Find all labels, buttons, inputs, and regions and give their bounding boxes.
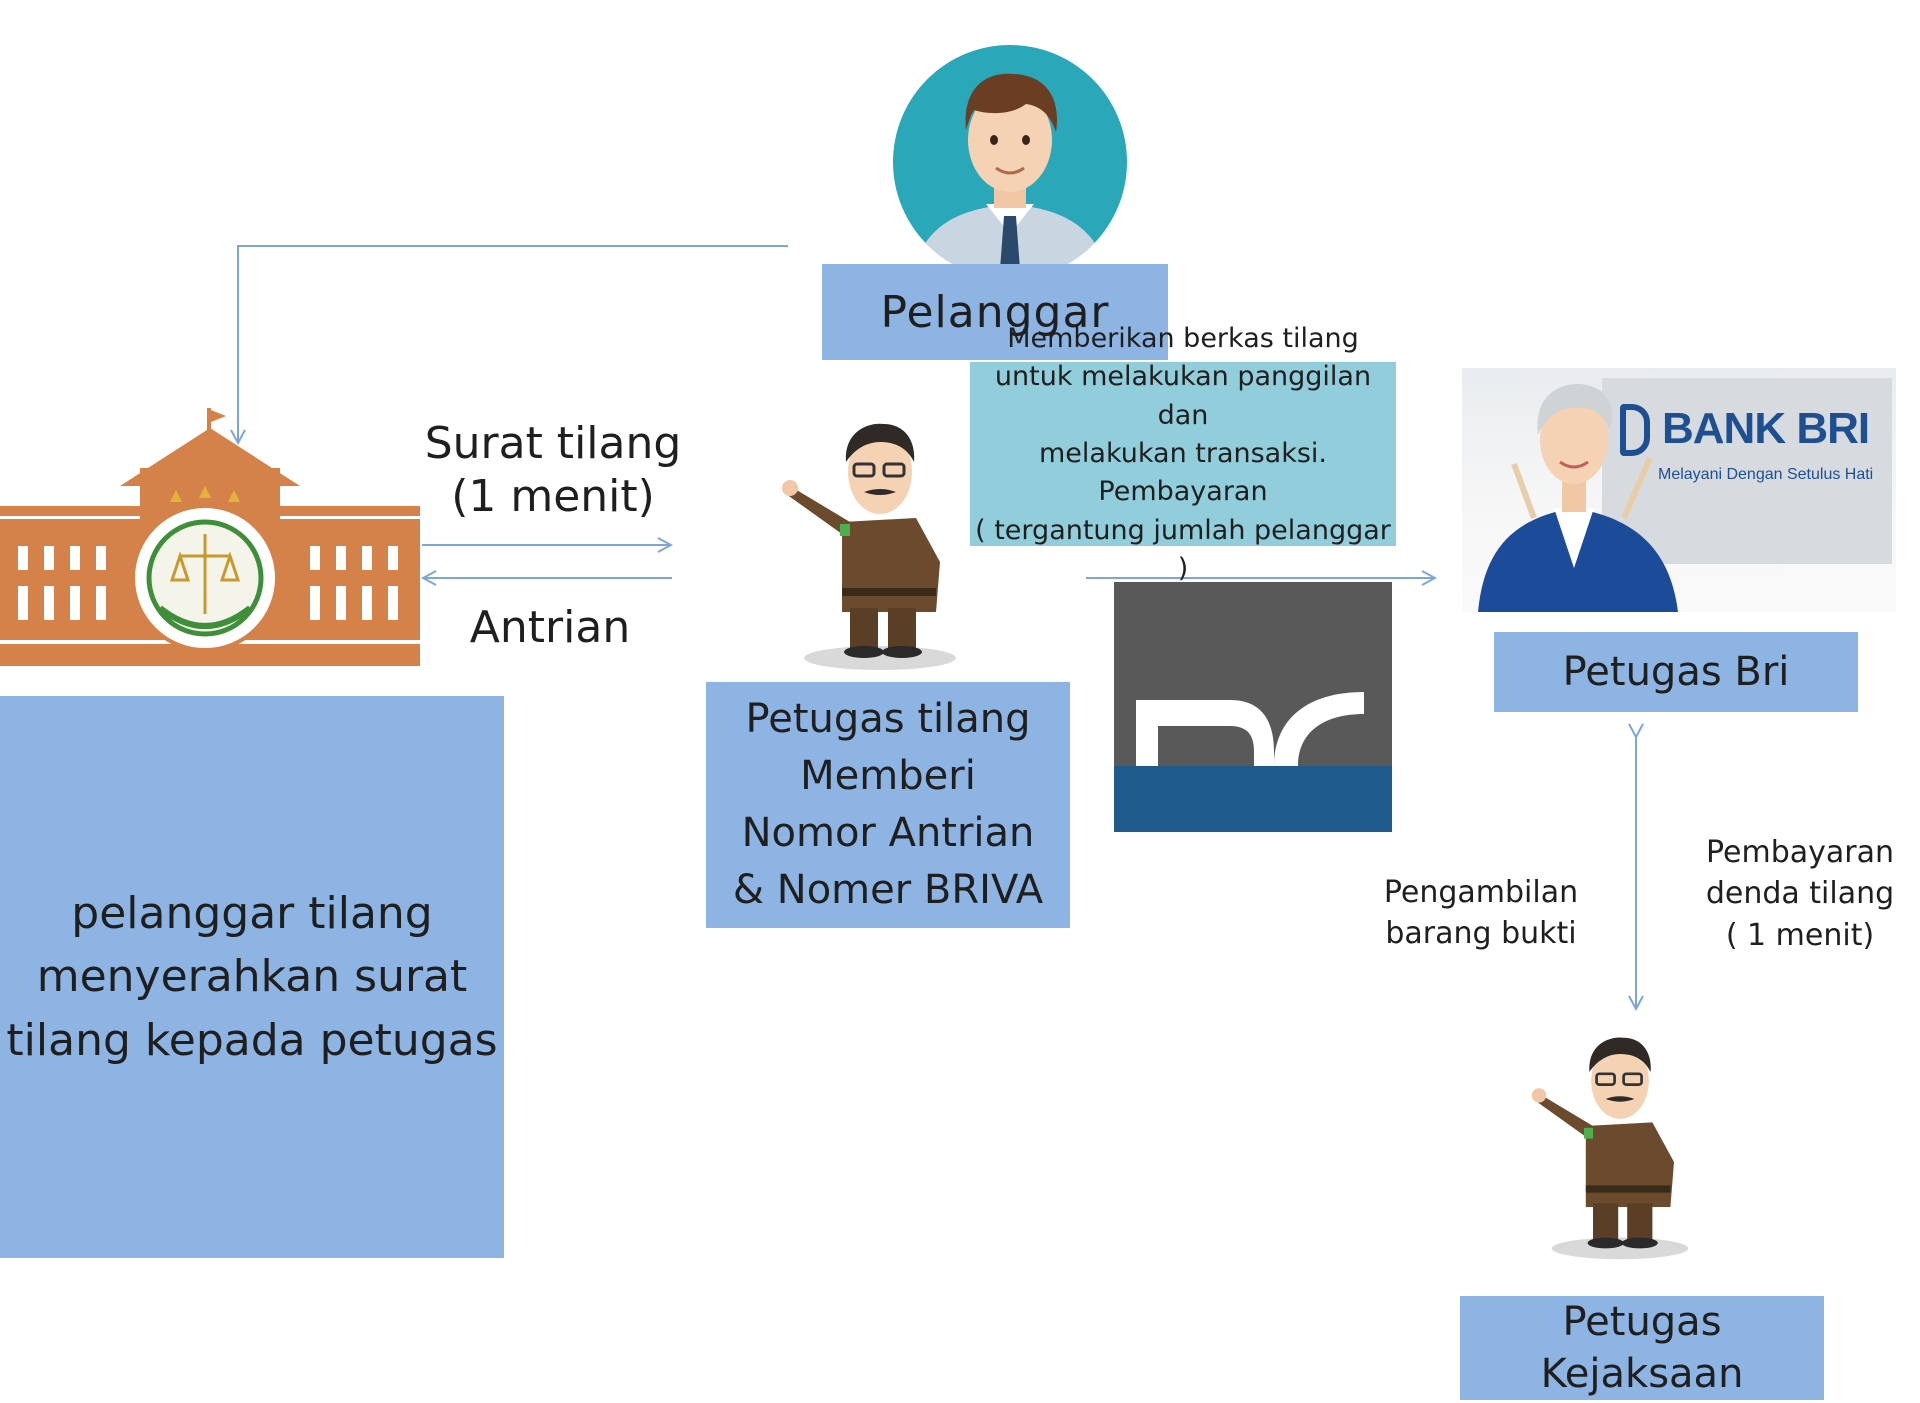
petugas-tilang-line: Petugas tilang xyxy=(745,696,1031,743)
dc-logo-icon xyxy=(1114,582,1392,832)
callout-line: Memberikan berkas tilang xyxy=(1007,322,1359,354)
petugas-kejaksaan-line: Kejaksaan xyxy=(1540,1351,1744,1397)
prosecutor-officer-icon xyxy=(782,423,956,670)
callout-line: melakukan transaksi. xyxy=(1038,437,1328,469)
note-line: menyerahkan surat xyxy=(36,951,468,1003)
courthouse-icon xyxy=(0,408,420,666)
surat-tilang-label: Surat tilang (1 menit) xyxy=(418,418,688,524)
pembayaran-line: ( 1 menit) xyxy=(1725,917,1875,953)
petugas-tilang-line: Nomor Antrian xyxy=(741,810,1035,856)
petugas-kejaksaan-line: Petugas xyxy=(1562,1299,1722,1345)
customer-avatar-icon xyxy=(893,45,1127,279)
antrian-label: Antrian xyxy=(469,602,631,653)
callout-line: ( tergantung jumlah pelanggar ) xyxy=(975,514,1391,584)
pembayaran-line: denda tilang xyxy=(1705,876,1895,912)
note-line: pelanggar tilang xyxy=(71,887,433,939)
bank-teller-photo: BANK BRI Melayani Dengan Setulus Hati xyxy=(1462,368,1896,612)
petugas-bri-label: Petugas Bri xyxy=(1562,649,1790,695)
teller-figure xyxy=(1478,384,1678,612)
arrow-pelanggar-to-court xyxy=(238,245,788,442)
callout-line: Pembayaran xyxy=(1098,476,1268,508)
petugas-bri-box: Petugas Bri xyxy=(1494,632,1858,712)
pelanggar-label: Pelanggar xyxy=(880,286,1110,338)
pengambilan-line: Pengambilan xyxy=(1383,875,1579,910)
pengambilan-label: Pengambilan barang bukti xyxy=(1368,872,1594,955)
callout-line: untuk melakukan panggilan dan xyxy=(994,361,1372,431)
pembayaran-line: Pembayaran xyxy=(1706,835,1894,870)
pelanggar-box: Pelanggar xyxy=(822,264,1168,360)
transaction-callout: Memberikan berkas tilang untuk melakukan… xyxy=(970,323,1396,584)
petugas-kejaksaan-box: Petugas Kejaksaan xyxy=(1460,1296,1824,1400)
prosecutor-officer-icon xyxy=(1531,1037,1689,1260)
bank-name: BANK BRI xyxy=(1662,404,1870,453)
surat-tilang-time: (1 menit) xyxy=(451,470,655,522)
petugas-tilang-box: Petugas tilang Memberi Nomor Antrian & N… xyxy=(706,682,1070,928)
surat-tilang-line: Surat tilang xyxy=(424,418,682,469)
bank-sign-panel: BANK BRI Melayani Dengan Setulus Hati xyxy=(1602,378,1892,564)
pembayaran-denda-label: Pembayaran denda tilang ( 1 menit) xyxy=(1690,832,1910,956)
bank-tagline: Melayani Dengan Setulus Hati xyxy=(1658,466,1874,483)
petugas-tilang-line: & Nomer BRIVA xyxy=(732,866,1044,913)
petugas-tilang-line: Memberi xyxy=(800,753,976,800)
note-line: tilang kepada petugas xyxy=(6,1014,498,1066)
pelanggar-note-box: pelanggar tilang menyerahkan surat tilan… xyxy=(0,696,504,1258)
pengambilan-line: barang bukti xyxy=(1385,916,1577,952)
bri-logo-mark xyxy=(1620,404,1650,456)
